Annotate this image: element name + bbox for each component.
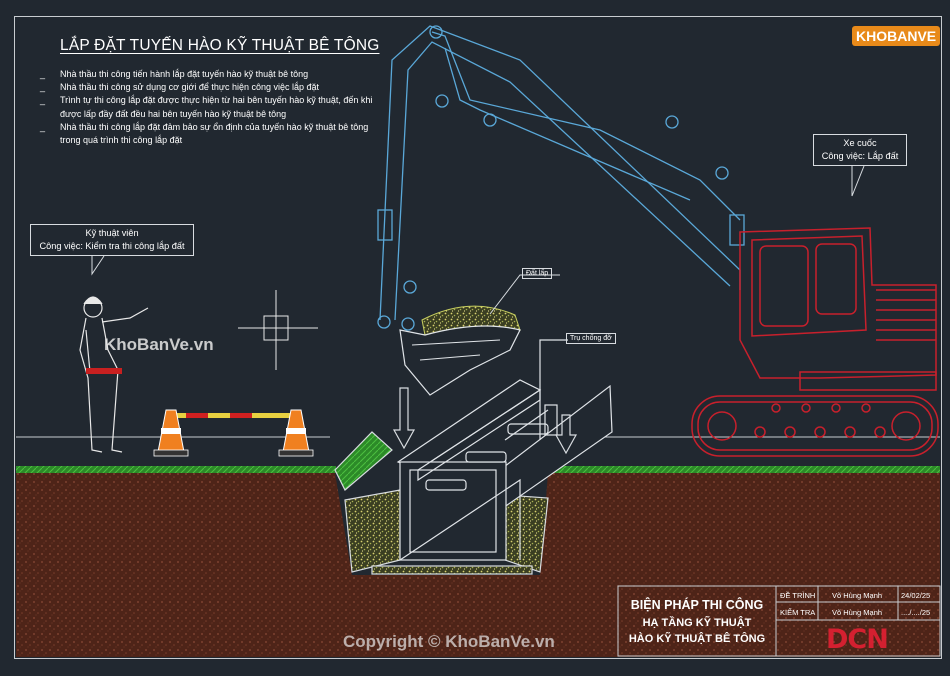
callout-leaders (91, 165, 865, 315)
construction-notes: _Nhà thầu thi công tiến hành lắp đặt tuy… (40, 68, 380, 147)
excavator-callout: Xe cuốc Công việc: Lắp đất (813, 134, 907, 166)
technician-callout: Kỹ thuật viên Công việc: Kiểm tra thi cô… (30, 224, 194, 256)
crosshair-cursor (238, 290, 318, 370)
title-block-main-1: BIỆN PHÁP THI CÔNG (630, 598, 764, 612)
excavator-bucket (399, 305, 521, 396)
checked-by-label: KIỂM TRA (780, 608, 816, 617)
watermark-center: KhoBanVe.vn (104, 335, 214, 354)
note-item: _Nhà thầu thi công lắp đặt đảm bảo sự ổn… (40, 121, 369, 146)
technician-figure (79, 296, 149, 453)
checked-by-name: Võ Hùng Mạnh (832, 608, 883, 617)
submitted-date: 24/02/25 (901, 591, 931, 600)
placement-arrows (392, 387, 578, 455)
submitted-by-label: ĐỀ TRÌNH (780, 591, 816, 600)
traffic-cones (153, 409, 314, 457)
note-item: _Trình tự thi công lắp đặt được thực hiệ… (40, 95, 373, 119)
excavator-body (691, 227, 939, 457)
title-block-frame (617, 585, 941, 657)
submitted-by-name: Võ Hùng Mạnh (832, 591, 883, 600)
company-logo: DCN (826, 624, 889, 655)
support-post (539, 339, 568, 440)
checked-date: ..../..../25 (901, 608, 931, 617)
khobanve-logo: KHOBANVE (852, 22, 941, 52)
drawing-frame (14, 16, 942, 659)
title-block-main-2: HẠ TẦNG KỸ THUẬT (642, 617, 752, 629)
note-item: _Nhà thầu thi công sử dụng cơ giới để th… (40, 82, 320, 93)
drawing-title: LẮP ĐẶT TUYẾN HÀO KỸ THUẬT BÊ TÔNG (60, 37, 380, 54)
excavator-arm (377, 25, 745, 331)
copyright-watermark: Copyright © KhoBanVe.vn (343, 632, 555, 651)
note-item: _Nhà thầu thi công tiến hành lắp đặt tuy… (40, 69, 309, 79)
title-block-main-3: HÀO KỸ THUẬT BÊ TÔNG (628, 633, 766, 645)
support-post-label: Trụ chống đỡ (566, 333, 616, 344)
soil-ground (16, 436, 940, 657)
fill-soil-label: Đất lấp (522, 268, 553, 279)
